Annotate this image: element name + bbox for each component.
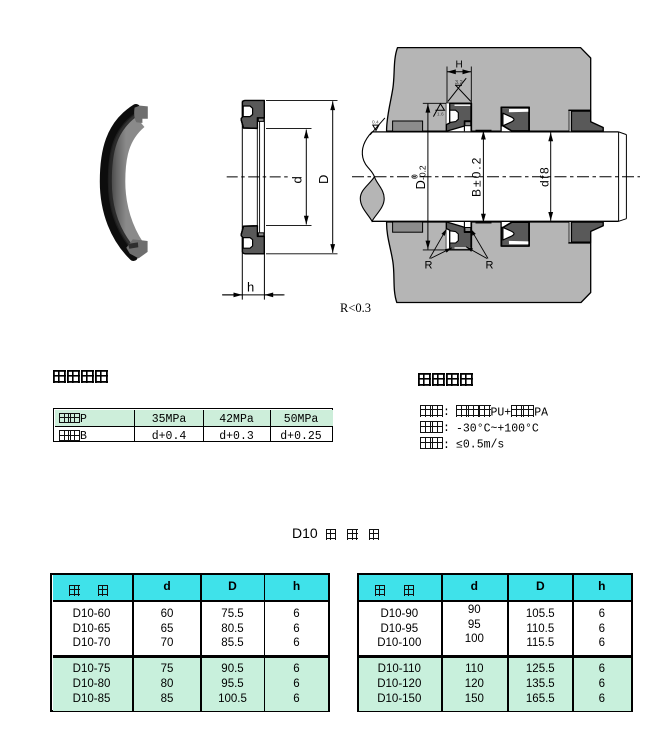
svg-text:d: d	[290, 176, 305, 183]
svg-text:-0.2: -0.2	[418, 165, 428, 180]
svg-text:0.4: 0.4	[372, 120, 379, 126]
svg-text:h: h	[247, 280, 254, 295]
svg-text:0: 0	[410, 174, 420, 179]
svg-text:1.6: 1.6	[437, 112, 444, 118]
svg-text:R: R	[486, 260, 494, 272]
svg-text:3.2: 3.2	[455, 80, 463, 86]
svg-text:D: D	[316, 175, 331, 184]
svg-text:R: R	[425, 260, 433, 272]
svg-text:R<0.3: R<0.3	[340, 301, 371, 315]
svg-text:D: D	[413, 180, 428, 189]
svg-text:df8: df8	[538, 166, 552, 187]
svg-text:B±0.2: B±0.2	[470, 156, 484, 197]
svg-text:H: H	[456, 59, 463, 70]
